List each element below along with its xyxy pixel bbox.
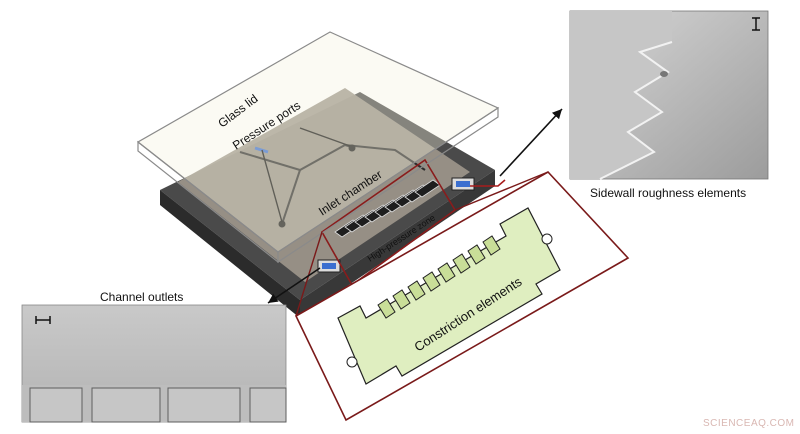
sidewall-roughness-image bbox=[569, 10, 769, 180]
constriction-element-shape bbox=[337, 207, 561, 385]
arrow-to-sidewall bbox=[499, 108, 563, 177]
sidewall-roughness-label: Sidewall roughness elements bbox=[590, 186, 747, 200]
chip-constriction-channels bbox=[334, 179, 441, 238]
glass-lid bbox=[136, 31, 500, 264]
pressure-port-leaders bbox=[261, 127, 351, 223]
arrow-to-outlets bbox=[267, 267, 321, 304]
alignment-hole bbox=[346, 356, 358, 368]
inset-constriction-slots bbox=[377, 235, 501, 319]
inlet-chamber-plate bbox=[178, 88, 470, 282]
red-connector bbox=[470, 179, 506, 187]
chip-outlet-ports bbox=[317, 177, 475, 273]
alignment-hole bbox=[541, 233, 553, 245]
pressure-port-dot bbox=[278, 220, 286, 228]
channel-outlets-label: Channel outlets bbox=[100, 290, 184, 304]
pressure-port-dot bbox=[348, 144, 356, 152]
watermark: SCIENCEAQ.COM bbox=[703, 418, 795, 429]
channel-outlets-image bbox=[21, 304, 287, 423]
scale-bar-icon bbox=[752, 17, 760, 31]
scale-bar-icon bbox=[35, 316, 51, 324]
